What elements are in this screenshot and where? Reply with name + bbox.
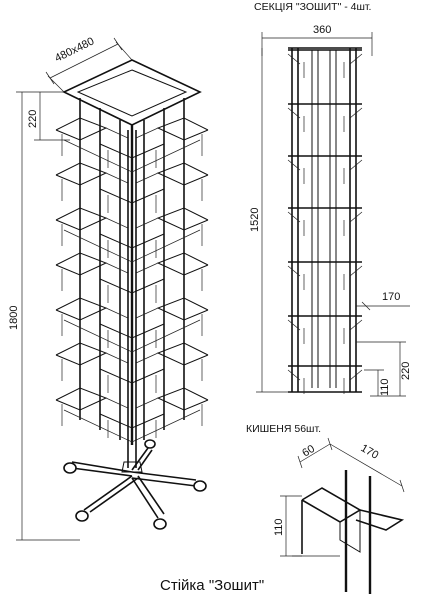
wire-shelf (55, 117, 108, 141)
top-offset-label: 220 (27, 110, 39, 128)
wire-shelf (156, 162, 209, 186)
wire-shelf (135, 127, 159, 139)
dimension-section-height: 1520 (249, 48, 290, 393)
caption-title: Стійка "Зошит" (160, 577, 264, 594)
section-shelf (287, 319, 301, 331)
wire-shelf (135, 352, 159, 364)
section-illustration: СЕКЦІЯ "ЗОШИТ" - 4шт. 360 1520 (249, 1, 412, 397)
stand-base (63, 439, 207, 530)
caster-wheels (63, 439, 207, 530)
section-shelf (349, 265, 363, 277)
pocket-shape (292, 470, 405, 594)
dimension-total-height: 1800 (8, 91, 80, 541)
section-shelf (287, 159, 301, 171)
section-shelf (287, 369, 301, 381)
section-shelves (287, 49, 363, 394)
section-shelf (349, 319, 363, 331)
wire-shelf (135, 307, 159, 319)
shelf-spacing-label: 220 (400, 362, 412, 380)
wire-shelf (63, 229, 201, 263)
section-shelf (287, 107, 301, 119)
wire-shelf (99, 278, 165, 294)
section-shelf (349, 159, 363, 171)
wire-shelf (135, 172, 159, 184)
dimension-bottom-offset: 110 (364, 369, 391, 396)
wire-shelf (156, 117, 209, 141)
total-height-label: 1800 (8, 306, 20, 330)
wire-shelf (105, 307, 129, 319)
wire-shelf (99, 233, 165, 249)
section-title: СЕКЦІЯ "ЗОШИТ" - 4шт. (254, 1, 371, 13)
wire-shelf (63, 319, 201, 353)
stand-top-frame (62, 59, 202, 126)
wire-shelf (55, 387, 108, 411)
bottom-offset-label: 110 (379, 378, 391, 396)
dimension-base-size: 480x480 (45, 35, 133, 93)
stand-wire-shelves (55, 117, 209, 443)
section-shelf (349, 53, 363, 65)
wire-shelf (105, 397, 129, 409)
wire-shelf (99, 323, 165, 339)
wire-shelf (135, 262, 159, 274)
stand-central-pole (127, 130, 137, 468)
dimension-shelf-depth: 170 (356, 291, 410, 311)
section-shelf (349, 211, 363, 223)
wire-shelf (156, 207, 209, 231)
pocket-illustration: КИШЕНЯ 56шт. 60 170 110 (246, 423, 405, 594)
wire-shelf (156, 297, 209, 321)
dimension-pocket-height: 110 (273, 495, 302, 557)
section-shelf (287, 211, 301, 223)
wire-shelf (99, 413, 165, 429)
dimension-top-offset: 220 (27, 91, 70, 141)
wire-shelf (99, 143, 165, 159)
wire-shelf (156, 387, 209, 411)
wire-shelf (156, 252, 209, 276)
wire-shelf (63, 409, 201, 443)
stand-posts (79, 98, 185, 445)
section-height-label: 1520 (249, 208, 261, 232)
pocket-height-label: 110 (273, 518, 285, 536)
dimension-shelf-spacing: 220 (356, 341, 412, 397)
wire-shelf (105, 217, 129, 229)
base-size-label: 480x480 (53, 35, 96, 64)
shelf-depth-label: 170 (382, 291, 400, 303)
section-shelf (287, 53, 301, 65)
wire-shelf (105, 352, 129, 364)
wire-shelf (55, 342, 108, 366)
wire-shelf (99, 368, 165, 384)
wire-shelf (135, 217, 159, 229)
wire-shelf (105, 262, 129, 274)
section-frame (288, 47, 362, 393)
wire-shelf (55, 297, 108, 321)
wire-shelf (55, 162, 108, 186)
section-shelf (349, 369, 363, 381)
wire-shelf (135, 397, 159, 409)
wire-shelf (63, 139, 201, 173)
wire-shelf (55, 207, 108, 231)
wire-shelf (105, 172, 129, 184)
wire-shelf (55, 252, 108, 276)
section-width-label: 360 (313, 24, 331, 36)
dimension-section-width: 360 (261, 24, 373, 56)
wire-shelf (156, 342, 209, 366)
section-shelf (349, 107, 363, 119)
wire-shelf (99, 188, 165, 204)
section-shelf (287, 265, 301, 277)
pocket-depth-label: 170 (359, 442, 381, 462)
wire-shelf (105, 127, 129, 139)
stand-illustration: 480x480 220 1800 (8, 35, 209, 541)
dimension-pocket-top: 60 170 (297, 437, 405, 493)
pocket-lip-label: 60 (300, 443, 317, 460)
pocket-title: КИШЕНЯ 56шт. (246, 423, 321, 435)
